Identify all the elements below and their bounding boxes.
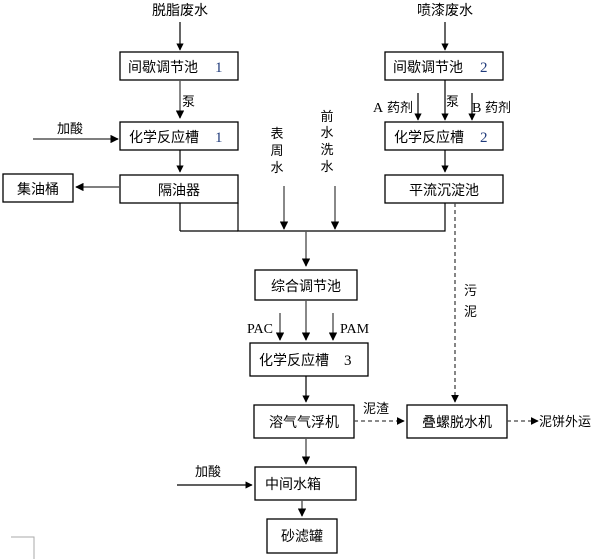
surface-water-char-3: 水 (270, 161, 283, 176)
prewash-water-char-1: 前 (320, 109, 333, 125)
reactor-1-number: 1 (215, 130, 223, 146)
batch-tank-1-number: 1 (215, 60, 223, 76)
sludge-label-char-2: 泥 (464, 305, 477, 320)
oil-separator-label: 隔油器 (158, 183, 200, 199)
agent-b-label: 药剂 (485, 101, 511, 116)
page-corner-mark (11, 536, 35, 559)
node-screw-press: 叠螺脱水机 (406, 404, 508, 439)
screw-press-label: 叠螺脱水机 (422, 415, 492, 431)
pac-label: PAC (247, 322, 273, 337)
reactor-2-label: 化学反应槽 (394, 129, 464, 146)
agent-b-letter: B (472, 101, 481, 116)
batch-tank-2-number: 2 (480, 60, 488, 76)
sludge-label-char-1: 污 (464, 284, 477, 299)
sedimentation-label: 平流沉淀池 (409, 183, 479, 199)
daf-label: 溶气气浮机 (269, 415, 339, 431)
node-reactor-3: 化学反应槽 3 (249, 342, 369, 377)
middle-tank-label: 中间水箱 (265, 477, 321, 493)
node-reactor-1: 化学反应槽 1 (119, 121, 239, 151)
surface-water-char-2: 周 (270, 144, 283, 159)
pump-label-2: 泵 (446, 95, 459, 110)
node-batch-tank-1: 间歇调节池 1 (119, 51, 239, 81)
agent-a-letter: A (373, 101, 384, 116)
cake-out-label: 泥饼外运 (539, 415, 591, 430)
reactor-3-label: 化学反应槽 (259, 352, 329, 369)
add-acid-label-2: 加酸 (195, 465, 221, 480)
merge-line (237, 203, 446, 232)
pam-label: PAM (340, 322, 370, 337)
node-middle-tank: 中间水箱 (254, 466, 357, 501)
scum-label: 泥渣 (363, 402, 389, 417)
node-sedimentation-tank: 平流沉淀池 (384, 174, 504, 204)
reactor-2-number: 2 (480, 130, 488, 146)
node-oil-separator: 隔油器 (119, 174, 239, 204)
node-batch-tank-2: 间歇调节池 2 (384, 51, 504, 81)
surface-water-char-1: 表 (270, 127, 283, 142)
input-spray-paint-wastewater: 喷漆废水 (417, 3, 473, 19)
node-oil-bucket: 集油桶 (2, 173, 74, 203)
sand-filter-label: 砂滤罐 (281, 529, 323, 545)
prewash-water-char-3: 洗 (320, 143, 333, 158)
pump-label-1: 泵 (182, 95, 195, 110)
agent-a-label: 药剂 (387, 101, 413, 116)
reactor-3-number: 3 (344, 353, 352, 369)
equalization-tank-label: 综合调节池 (271, 279, 341, 295)
prewash-water-char-2: 水 (320, 126, 333, 141)
add-acid-label-1: 加酸 (57, 122, 83, 137)
input-degreasing-wastewater: 脱脂废水 (152, 3, 208, 19)
reactor-1-label: 化学反应槽 (129, 129, 199, 146)
node-equalization-tank: 综合调节池 (254, 269, 358, 301)
node-sand-filter: 砂滤罐 (266, 518, 338, 554)
batch-tank-2-label: 间歇调节池 (393, 60, 463, 76)
batch-tank-1-label: 间歇调节池 (128, 60, 198, 76)
oil-bucket-label: 集油桶 (17, 181, 59, 198)
node-reactor-2: 化学反应槽 2 (384, 121, 504, 151)
prewash-water-char-4: 水 (320, 160, 333, 175)
node-daf: 溶气气浮机 (253, 404, 355, 439)
